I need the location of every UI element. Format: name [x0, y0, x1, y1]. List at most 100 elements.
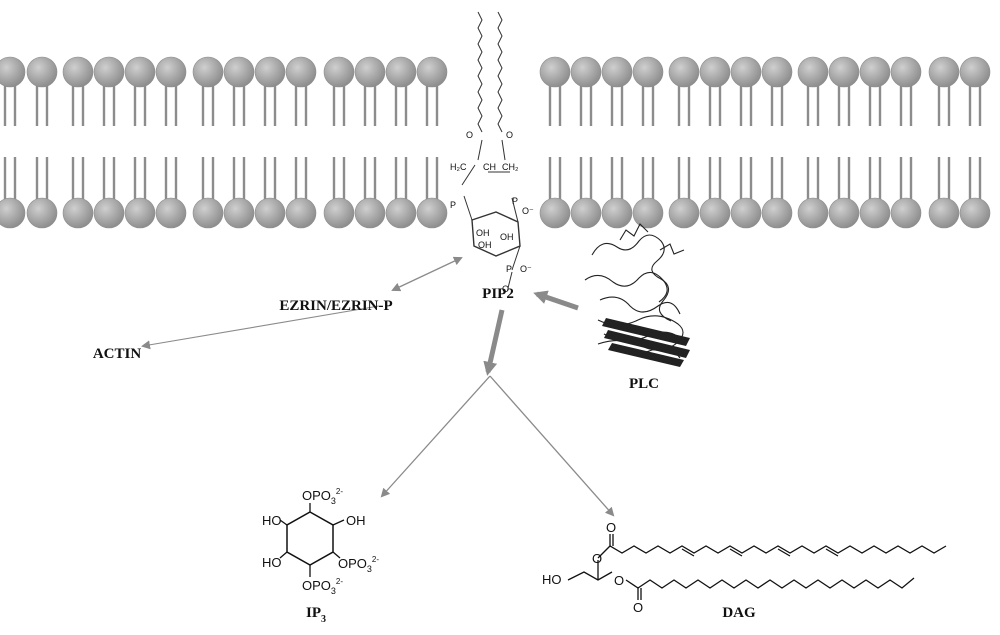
lipid-head — [124, 56, 156, 88]
phospholipid — [928, 56, 960, 229]
lipid-head — [192, 56, 224, 88]
pip2-p-label-3: P — [506, 264, 512, 274]
lipid-head — [354, 56, 386, 88]
lipid-head — [668, 56, 700, 88]
ezrin-label: EZRIN/EZRIN-P — [279, 298, 392, 314]
dag-o-ester-2: O — [614, 573, 624, 588]
lipid-head — [890, 197, 922, 229]
lipid-head — [761, 56, 793, 88]
lipid-head — [254, 197, 286, 229]
ip3-structure: OPO32- OH HO HO OPO32- OPO32- — [262, 487, 379, 596]
pip2-chem-labels: O O H₂C CH CH₂ P P O⁻ OH OH OH P O⁻ O — [450, 130, 534, 294]
lipid-head — [730, 56, 762, 88]
lipid-head — [26, 56, 58, 88]
phospholipid — [570, 56, 602, 229]
lipid-head — [285, 56, 317, 88]
lipid-head — [730, 197, 762, 229]
lipid-head — [632, 197, 664, 229]
phospholipid — [26, 56, 58, 229]
lipid-head — [0, 197, 26, 229]
lipid-head — [223, 197, 255, 229]
ip3-opo3-top: OPO32- — [302, 487, 343, 506]
ip3-ring — [286, 511, 334, 566]
phospholipid — [124, 56, 156, 229]
dag-upper-chain — [597, 545, 947, 559]
phospholipid — [601, 56, 633, 229]
pip2-ch-label: CH — [483, 162, 496, 172]
pip2-o-label-1: O — [466, 130, 473, 140]
lipid-head — [323, 56, 355, 88]
lipid-head — [539, 197, 571, 229]
phospholipid — [632, 56, 664, 229]
dag-ho-label: HO — [542, 572, 562, 587]
phospholipid — [761, 56, 793, 229]
lipid-head — [62, 56, 94, 88]
lipid-bilayer — [0, 56, 991, 229]
lipid-head — [93, 56, 125, 88]
ip3-opo3-right: OPO32- — [338, 555, 379, 574]
dag-structure — [567, 534, 947, 600]
lipid-head — [890, 56, 922, 88]
lipid-head — [761, 197, 793, 229]
phospholipid — [62, 56, 94, 229]
dag-chem-labels: HO O O O O — [542, 520, 643, 615]
pip2-oh-label-2: OH — [478, 240, 492, 250]
phospholipid — [155, 56, 187, 229]
dag-lower-chain — [625, 577, 915, 589]
ip3-oh-right: OH — [346, 513, 366, 528]
ip3-ho-left-top: HO — [262, 513, 282, 528]
lipid-head — [928, 197, 960, 229]
phospholipid — [0, 56, 26, 229]
pip2-o-label-2: O — [506, 130, 513, 140]
lipid-head — [155, 56, 187, 88]
pip2-p-label-2: P — [512, 196, 518, 206]
plc-label: PLC — [629, 376, 659, 392]
lipid-head — [285, 197, 317, 229]
phospholipid — [699, 56, 731, 229]
lipid-head — [797, 197, 829, 229]
lipid-head — [416, 56, 448, 88]
lipid-head — [385, 197, 417, 229]
lipid-head — [570, 56, 602, 88]
lipid-head — [62, 197, 94, 229]
lipid-head — [668, 197, 700, 229]
plc-to-pip2-arrow — [533, 290, 579, 311]
lipid-head — [828, 197, 860, 229]
lipid-head — [959, 56, 991, 88]
pip2-molecule — [461, 11, 521, 289]
lipid-head — [928, 56, 960, 88]
pip2-h2c-label: H₂C — [450, 162, 467, 172]
actin-label: ACTIN — [93, 346, 142, 362]
pip2-o-label-3: O — [502, 284, 509, 294]
lipid-head — [797, 56, 829, 88]
dag-label: DAG — [722, 605, 756, 621]
pip2-label: PIP2 — [482, 286, 514, 302]
pip2-ominus-label-1: O⁻ — [522, 206, 534, 216]
phospholipid — [828, 56, 860, 229]
phospholipid — [539, 56, 571, 229]
branch-to-dag-arrow — [489, 375, 615, 517]
lipid-head — [959, 197, 991, 229]
pip2-ch2-label: CH₂ — [502, 162, 519, 172]
ip3-opo3-bottom: OPO32- — [302, 577, 343, 596]
lipid-head — [601, 197, 633, 229]
lipid-head — [699, 197, 731, 229]
phospholipid — [354, 56, 386, 229]
phospholipid — [730, 56, 762, 229]
phospholipid — [859, 56, 891, 229]
lipid-head — [223, 56, 255, 88]
pip2-oh-label-3: OH — [500, 232, 514, 242]
phospholipid — [192, 56, 224, 229]
lipid-head — [699, 56, 731, 88]
lipid-head — [254, 56, 286, 88]
pip2-to-branch-arrow — [483, 309, 505, 376]
lipid-head — [192, 197, 224, 229]
ip3-label: IP3 — [306, 605, 326, 625]
ezrin-pip2-double-arrow — [391, 256, 463, 292]
phospholipid — [254, 56, 286, 229]
phospholipid — [959, 56, 991, 229]
pip2-p-label-1: P — [450, 200, 456, 210]
phospholipid — [797, 56, 829, 229]
lipid-head — [155, 197, 187, 229]
